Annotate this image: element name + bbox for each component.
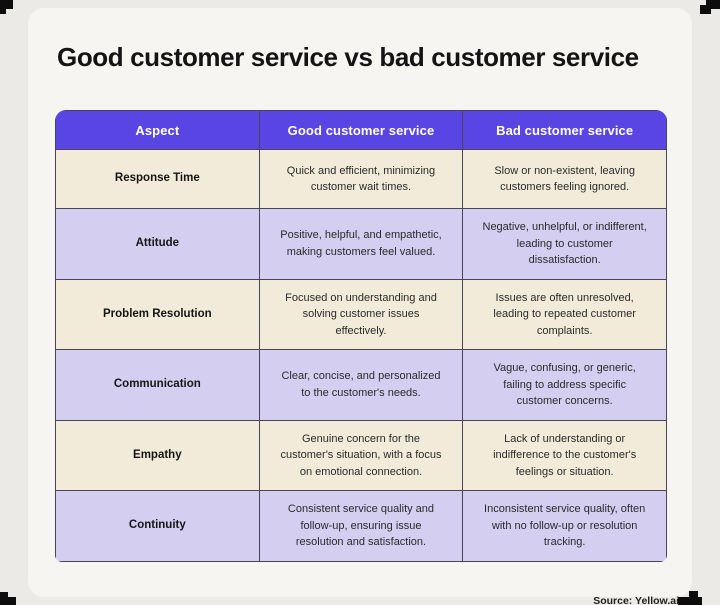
column-header-aspect: Aspect	[55, 110, 260, 150]
bad-service-cell: Inconsistent service quality, often with…	[462, 490, 667, 562]
aspect-cell: Problem Resolution	[55, 278, 260, 350]
aspect-cell: Attitude	[55, 208, 260, 280]
good-service-cell: Consistent service quality and follow-up…	[258, 490, 464, 562]
table-header: Aspect Good customer service Bad custome…	[55, 110, 667, 150]
aspect-cell: Response Time	[55, 149, 260, 209]
comparison-table: Aspect Good customer service Bad custome…	[55, 110, 667, 562]
bad-service-cell: Lack of understanding or indifference to…	[462, 419, 667, 491]
header-row: Aspect Good customer service Bad custome…	[55, 110, 667, 150]
bad-service-cell: Slow or non-existent, leaving customers …	[462, 149, 667, 209]
good-service-cell: Genuine concern for the customer's situa…	[258, 419, 464, 491]
page-title: Good customer service vs bad customer se…	[57, 42, 639, 72]
infographic-card: Good customer service vs bad customer se…	[28, 8, 692, 605]
aspect-cell: Communication	[55, 349, 260, 421]
aspect-cell: Empathy	[55, 419, 260, 491]
good-service-cell: Quick and efficient, minimizing customer…	[258, 149, 464, 209]
good-service-cell: Focused on understanding and solving cus…	[258, 278, 464, 350]
column-header-good-service: Good customer service	[258, 110, 464, 150]
comparison-table-wrapper: Aspect Good customer service Bad custome…	[55, 110, 667, 562]
good-service-cell: Positive, helpful, and empathetic, makin…	[258, 208, 464, 280]
bad-service-cell: Vague, confusing, or generic, failing to…	[462, 349, 667, 421]
bad-service-cell: Negative, unhelpful, or indifferent, lea…	[462, 208, 667, 280]
column-header-bad-service: Bad customer service	[462, 110, 667, 150]
source-attribution: Source: Yellow.ai	[593, 594, 679, 605]
bad-service-cell: Issues are often unresolved, leading to …	[462, 278, 667, 350]
aspect-cell: Continuity	[55, 490, 260, 562]
good-service-cell: Clear, concise, and personalized to the …	[258, 349, 464, 421]
